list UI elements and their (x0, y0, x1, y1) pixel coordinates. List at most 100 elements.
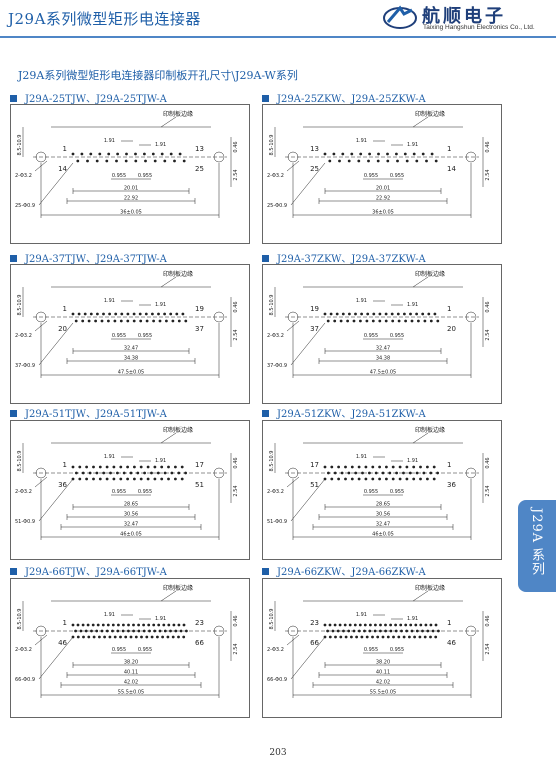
pin-hole (117, 623, 120, 627)
pin-number-label: 25 (195, 165, 204, 173)
pin-hole (376, 159, 380, 163)
pin-hole (360, 312, 363, 316)
pin-hole (415, 312, 418, 316)
pin-hole (102, 312, 105, 316)
pin-hole (413, 635, 416, 639)
pin-hole (326, 319, 330, 323)
pin-hole (81, 319, 85, 323)
pin-hole (405, 159, 409, 163)
pin-hole (80, 152, 84, 156)
pin-hole (184, 471, 188, 475)
pin-hole (184, 319, 188, 323)
panel-subtitle: J29A-66TJW、J29A-66TJW-A (10, 563, 167, 578)
pin-hole (174, 629, 178, 633)
right-dim-label: 0.46 (485, 615, 491, 626)
pin-hole (402, 471, 405, 475)
pin-hole (122, 623, 125, 627)
pin-hole (402, 635, 406, 639)
pin-hole (323, 312, 327, 316)
pin-number-label: 23 (195, 619, 204, 627)
pin-hole (88, 471, 92, 475)
pin-hole (400, 629, 403, 633)
pin-hole (342, 629, 345, 633)
board-edge-label: 印制板边缘 (415, 426, 445, 434)
pin-hole (132, 312, 136, 316)
pin-hole (182, 635, 186, 639)
pin-hole (419, 623, 423, 627)
mount-hole-label: 2-Φ3.2 (267, 333, 284, 339)
leader-line (38, 322, 74, 366)
pin-hole (421, 312, 425, 316)
pin-hole (129, 635, 133, 639)
pin-hole (344, 635, 348, 639)
pin-hole (150, 471, 153, 475)
pin-hole (105, 629, 109, 633)
pin-hole (369, 623, 372, 627)
pin-hole (95, 629, 99, 633)
pin-hole (152, 319, 156, 323)
pin-hole (113, 319, 117, 323)
pin-hole (384, 629, 387, 633)
pin-hole (357, 629, 361, 633)
pitch-dim-label: 1.91 (356, 298, 367, 304)
pin-hole (86, 159, 89, 163)
pin-hole (333, 623, 337, 627)
pin-hole (426, 465, 429, 469)
pin-hole (92, 477, 95, 481)
pin-hole-label: 51-Φ0.9 (15, 519, 35, 525)
pin-hole (409, 312, 412, 316)
pitch-dim-label: 0.955 (138, 647, 152, 653)
right-dim-label: 2.54 (233, 643, 239, 654)
pin-hole (408, 635, 411, 639)
pin-hole (328, 635, 332, 639)
pin-hole (333, 471, 337, 475)
pin-hole (436, 319, 440, 323)
pin-number-label: 51 (310, 481, 319, 489)
pin-hole (331, 629, 335, 633)
leader-line (290, 162, 326, 206)
pin-hole (132, 623, 135, 627)
pin-hole (357, 159, 361, 163)
pin-hole (83, 312, 87, 316)
total-dim-label: 55.5±0.05 (370, 690, 396, 696)
leader-line (34, 160, 48, 172)
pin-hole (352, 629, 356, 633)
pin-hole (78, 465, 82, 469)
span-dim-label: 40.11 (376, 670, 390, 676)
pin-hole (105, 159, 109, 163)
side-tab-label: J29A 系列 (529, 508, 544, 577)
pin-hole (142, 623, 146, 627)
leader-line (286, 160, 300, 172)
pitch-dim-label: 1.91 (155, 302, 166, 308)
leader-line (34, 476, 48, 488)
pin-hole (182, 159, 186, 163)
pin-hole (415, 629, 419, 633)
right-dim-label: 0.46 (233, 615, 239, 626)
total-dim-label: 36±0.05 (120, 210, 142, 216)
right-dim-label: 2.54 (485, 643, 491, 654)
pin-number-label: 1 (63, 145, 67, 153)
pin-hole (126, 465, 129, 469)
pin-hole (371, 477, 375, 481)
pin-hole (137, 623, 140, 627)
page-header-title: J29A系列微型矩形电连接器 (8, 10, 201, 28)
right-dim-label: 2.54 (485, 169, 491, 180)
pin-hole (354, 471, 358, 475)
pin-hole (344, 477, 347, 481)
pitch-dim-label: 1.91 (104, 138, 115, 144)
pin-hole (429, 635, 432, 639)
pin-hole (90, 629, 93, 633)
leader-line (286, 320, 300, 332)
pin-hole (391, 477, 395, 481)
edge-distance-label: 8.5-10.9 (17, 135, 23, 156)
pin-number-label: 37 (310, 325, 319, 333)
pin-hole (136, 471, 140, 475)
pin-hole (177, 471, 181, 475)
pin-number-label: 66 (310, 639, 319, 647)
pin-hole (368, 152, 371, 156)
pin-hole (157, 312, 160, 316)
pin-hole (115, 159, 118, 163)
pin-hole (417, 319, 420, 323)
